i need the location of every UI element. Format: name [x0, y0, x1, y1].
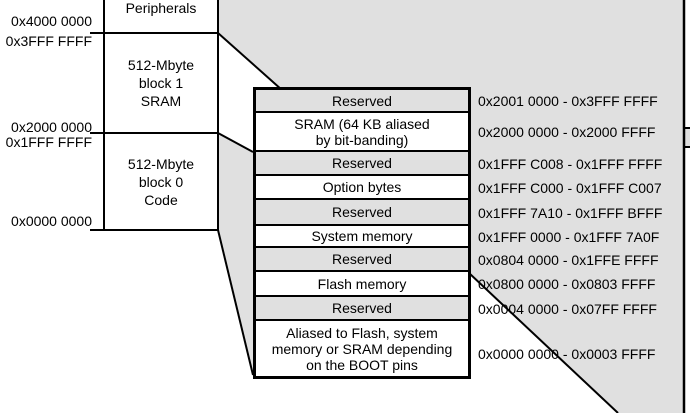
- addr-0x4000-0000: 0x4000 0000: [11, 13, 92, 29]
- row-label: Aliased to Flash, system memory or SRAM …: [271, 324, 453, 373]
- range-row-10: 0x0000 0000 - 0x0003 FFFF: [478, 346, 656, 362]
- block1-line-2: block 1: [138, 75, 184, 91]
- table-row-reserved-1: Reserved: [256, 90, 468, 113]
- addr-0x1FFF-FFFF: 0x1FFF FFFF: [5, 134, 92, 150]
- table-row-flash-memory: Flash memory: [256, 272, 468, 297]
- range-row-9: 0x0004 0000 - 0x07FF FFFF: [478, 301, 657, 317]
- expansion-line-lower-right: [468, 272, 619, 413]
- range-row-2: 0x2000 0000 - 0x2000 FFFF: [478, 124, 656, 140]
- row-label: SRAM (64 KB aliased by bit-banding): [294, 115, 430, 148]
- range-row-5: 0x1FFF 7A10 - 0x1FFF BFFF: [478, 205, 663, 221]
- table-row-reserved-5: Reserved: [256, 297, 468, 321]
- block0-line-3: Code: [144, 191, 178, 208]
- addr-0x3FFF-FFFF: 0x3FFF FFFF: [5, 33, 92, 49]
- table-row-reserved-3: Reserved: [256, 200, 468, 226]
- row-label: System memory: [311, 228, 413, 244]
- block0-code-label: 512-Mbyte block 0 Code: [104, 133, 218, 230]
- connector-line-0x0000: [217, 229, 254, 376]
- block-peripherals-label: Peripherals: [125, 0, 197, 16]
- block-peripherals-box: [103, 0, 219, 34]
- table-row-system-memory: System memory: [256, 226, 468, 248]
- row-label: Reserved: [332, 300, 392, 316]
- shade-callout-polygon: [218, 0, 684, 413]
- addr-0x0000-0000: 0x0000 0000: [11, 213, 92, 229]
- range-row-1: 0x2001 0000 - 0x3FFF FFFF: [478, 93, 658, 109]
- connector-line-0x2000: [217, 132, 254, 153]
- right-box-notch-fill: [684, 128, 690, 147]
- table-row-sram: SRAM (64 KB aliased by bit-banding): [256, 113, 468, 152]
- block0-code-box: [103, 132, 219, 231]
- block0-line-2: block 0: [138, 173, 184, 190]
- row-label: Reserved: [332, 204, 392, 220]
- range-row-6: 0x1FFF 0000 - 0x1FFF 7A0F: [478, 229, 660, 245]
- table-row-option-bytes: Option bytes: [256, 176, 468, 200]
- table-row-reserved-2: Reserved: [256, 152, 468, 176]
- shade-left-strip: [218, 133, 253, 376]
- range-row-3: 0x1FFF C008 - 0x1FFF FFFF: [478, 156, 663, 172]
- block1-sram-label: 512-Mbyte block 1 SRAM: [104, 33, 218, 133]
- row-label: Reserved: [332, 155, 392, 171]
- addr-0x2000-0000: 0x2000 0000: [11, 119, 92, 135]
- range-row-4: 0x1FFF C000 - 0x1FFF C007: [478, 180, 662, 196]
- row-label: Reserved: [332, 92, 392, 109]
- row-label: Option bytes: [322, 179, 402, 195]
- table-row-reserved-4: Reserved: [256, 248, 468, 272]
- block0-line-1: 512-Mbyte: [127, 155, 195, 172]
- table-row-boot-alias: Aliased to Flash, system memory or SRAM …: [256, 321, 468, 376]
- row-label: Reserved: [332, 251, 392, 267]
- block1-line-3: SRAM: [140, 93, 182, 109]
- memory-detail-table: Reserved SRAM (64 KB aliased by bit-band…: [253, 87, 471, 379]
- range-row-7: 0x0804 0000 - 0x1FFE FFFF: [478, 252, 659, 268]
- block1-line-1: 512-Mbyte: [127, 57, 195, 73]
- expansion-line-top: [217, 32, 283, 91]
- range-row-8: 0x0800 0000 - 0x0803 FFFF: [478, 276, 656, 292]
- row-label: Flash memory: [317, 275, 407, 292]
